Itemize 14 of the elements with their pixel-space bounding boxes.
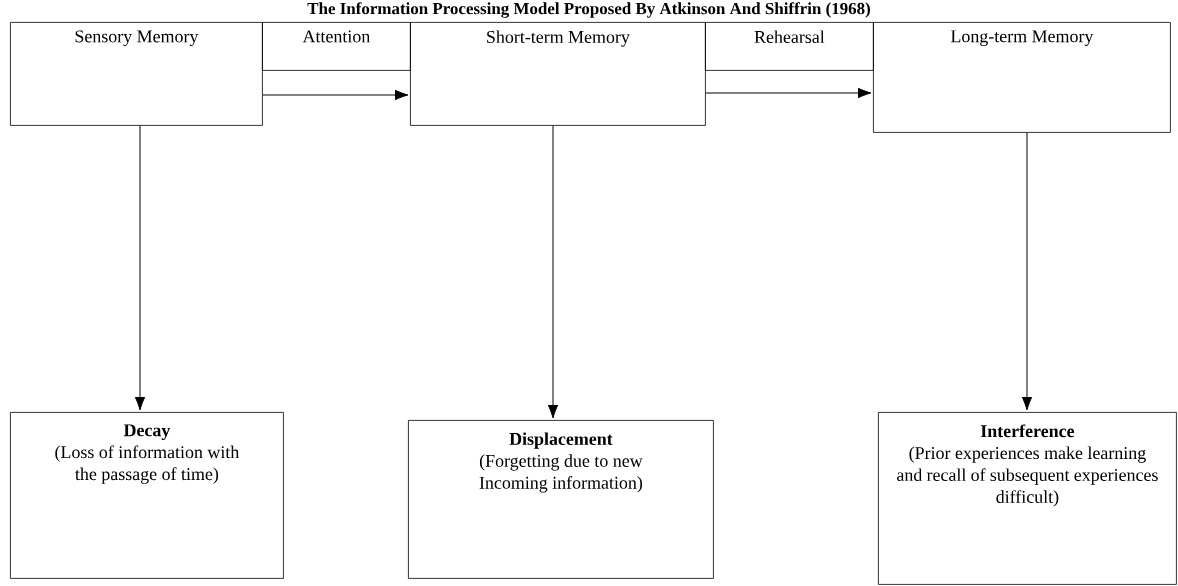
arrow [705, 87, 872, 99]
arrow [547, 125, 559, 419]
process-label-box: Rehearsal [705, 22, 874, 71]
outcome-box: Displacement (Forgetting due to new Incoming information) [408, 420, 714, 579]
process-label-box: Attention [262, 22, 411, 71]
memory-box: Short-term Memory [410, 22, 706, 126]
outcome-box: Decay (Loss of information with the passage of time) [10, 412, 284, 579]
outcome-box: Interference (Prior experiences make learning and recall of subsequent experiences difficult) [878, 412, 1177, 585]
arrow [1021, 132, 1033, 411]
arrow [134, 125, 146, 411]
arrow [262, 89, 409, 101]
title: The Information Processing Model Proposed By Atkinson And Shiffrin (1968) [307, 2, 870, 18]
memory-box: Sensory Memory [10, 22, 263, 126]
memory-box: Long-term Memory [873, 22, 1171, 133]
